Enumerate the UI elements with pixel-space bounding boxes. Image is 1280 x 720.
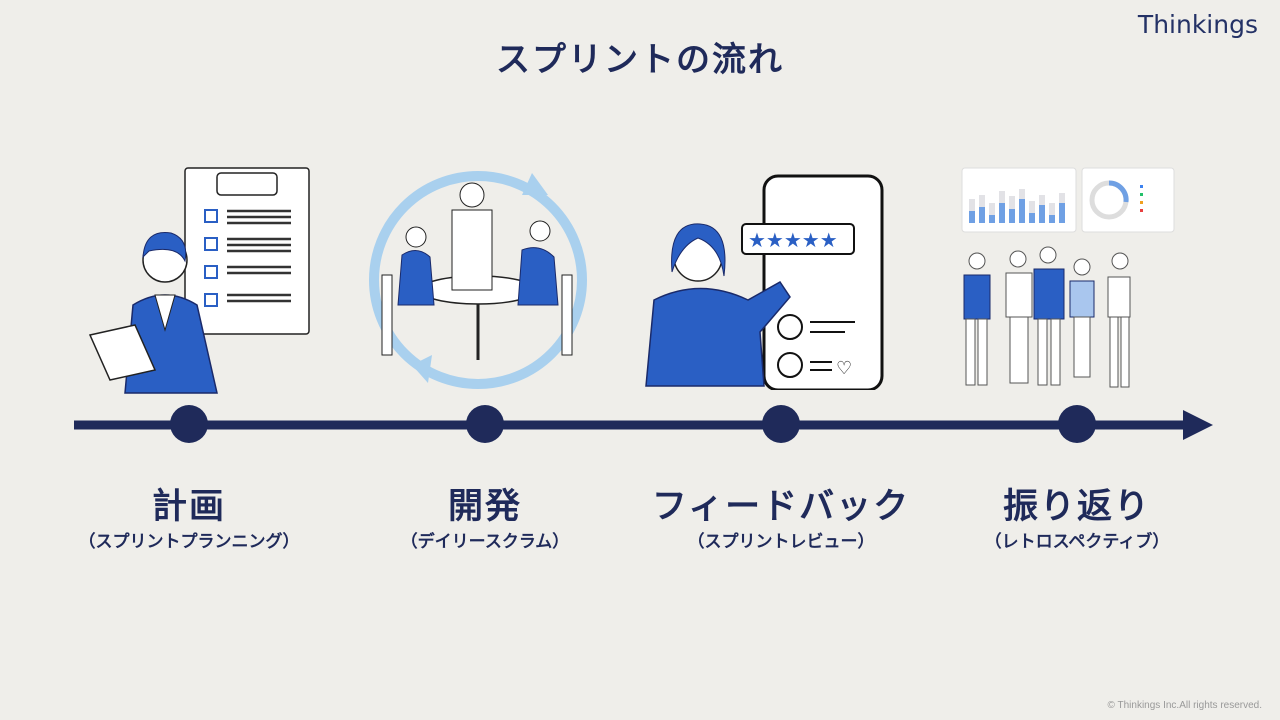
step-label: 計画 bbox=[151, 487, 226, 527]
timeline-dot-4 bbox=[1058, 405, 1096, 443]
timeline-dot-2 bbox=[466, 405, 504, 443]
step-development: 開発 （デイリースクラム） bbox=[335, 484, 635, 554]
step-feedback: フィードバック （スプリントレビュー） bbox=[621, 484, 941, 554]
daily-scrum-illustration bbox=[369, 171, 587, 389]
step-sublabel: （スプリントレビュー） bbox=[687, 532, 875, 552]
step-planning: 計画 （スプリントプランニング） bbox=[39, 484, 339, 554]
copyright: © Thinkings Inc.All rights reserved. bbox=[1107, 700, 1262, 711]
page-title: スプリントの流れ bbox=[496, 40, 784, 80]
step-sublabel: （レトロスペクティブ） bbox=[984, 532, 1170, 552]
step-retrospective: 振り返り （レトロスペクティブ） bbox=[927, 484, 1227, 554]
timeline-dot-3 bbox=[762, 405, 800, 443]
step-label: 開発 bbox=[447, 487, 522, 527]
timeline-arrowhead bbox=[1183, 410, 1213, 440]
svg-text:★★★★★: ★★★★★ bbox=[748, 228, 838, 252]
svg-text:♡: ♡ bbox=[836, 358, 852, 379]
review-illustration: ★★★★★ ♡ bbox=[645, 174, 884, 390]
step-sublabel: （デイリースクラム） bbox=[400, 532, 570, 552]
logo: Thinkings bbox=[1137, 10, 1258, 39]
step-label: フィードバック bbox=[651, 487, 911, 527]
step-sublabel: （スプリントプランニング） bbox=[78, 532, 300, 552]
retrospective-illustration bbox=[961, 167, 1175, 388]
planning-illustration bbox=[88, 167, 310, 394]
timeline-dot-1 bbox=[170, 405, 208, 443]
step-label: 振り返り bbox=[1002, 487, 1151, 527]
